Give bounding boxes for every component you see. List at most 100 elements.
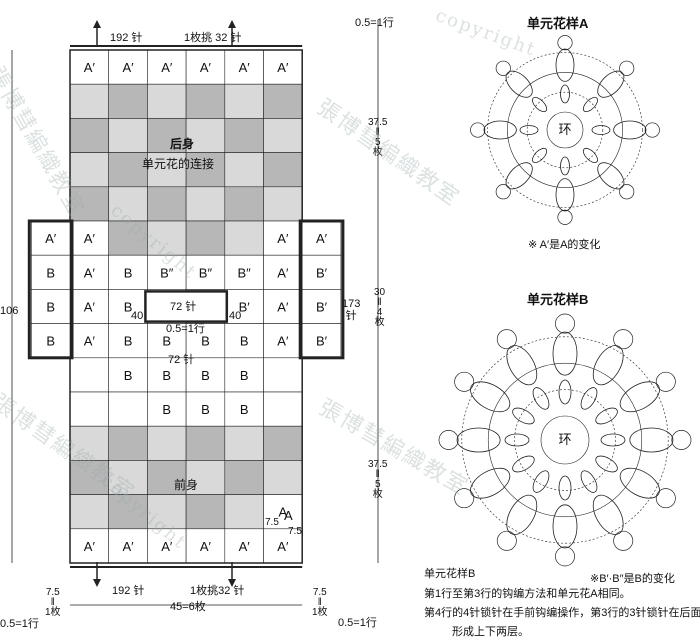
grid-cell [108,83,148,119]
grid-cell [224,357,264,393]
grid-cell [224,323,264,359]
grid-cell-label: B [240,402,249,417]
grid-cell [263,391,303,427]
right-ext-label: A′ [316,231,328,246]
motif-b-note: ※B′·B″是B的变化 [590,573,675,585]
front-title: 前身 [174,478,199,492]
top-right-dim: 1枚挑 32 针 [184,32,242,44]
motif-petal [470,467,511,499]
grid-cell-label: B [201,334,210,349]
grid-cell-label: A′ [122,539,134,554]
right-dim-bottom: 37.5 ‖ 5 枚 [368,459,388,500]
motif-inner-petal [595,407,618,425]
grid-cell-label: B [201,402,210,417]
grid-cell [224,494,264,530]
grid-cell-label: A′ [84,60,96,75]
grid-cell [69,391,110,427]
grid-cell [185,425,226,461]
grid-cell-label: B″ [199,265,213,280]
right-sleeve-outline [298,219,345,360]
motif-picot [655,488,676,509]
motif-picot [557,35,573,51]
motif-petal [456,427,501,453]
grid-cell [263,186,303,222]
hole-row-label: 0.5=1行 [166,323,205,335]
grid-cell [224,460,264,495]
motif-picot [495,184,511,200]
grid-cell [147,152,187,188]
grid-cell [69,83,110,119]
motif-inner-petal [558,475,572,501]
motif-picot [557,209,573,225]
motif-picot [454,488,475,509]
grid-cell-label: A′ [277,300,289,315]
right-ext-label: B′ [316,334,328,349]
motif-picot [555,313,575,334]
motif-petal [619,381,660,413]
motif-inner-petal [582,147,598,163]
grid-cell [147,83,187,119]
motif-petal [597,162,625,190]
grid-cell [224,391,264,427]
grid-cell [263,118,303,153]
motif-petal [470,381,511,413]
width-dim: 45=6枚 [170,601,206,613]
grid-cell [263,460,303,495]
grid-cell [263,357,303,393]
motif-inner-petal [582,97,598,113]
grid-cell [185,152,226,188]
grid-cell [147,425,187,461]
left-sleeve-outline [27,219,74,360]
neck-opening [144,290,229,323]
right-bottom-row: 0.5=1行 [338,617,377,629]
motif-inner-petal [532,387,550,410]
motif-inner-petal [580,387,598,410]
hole-top-dim: 72 针 [170,301,197,313]
motif-a-note: ※ A′是A的变化 [528,239,601,251]
motif-picot [655,371,676,392]
grid-cell [69,118,110,153]
left-ext-label: B [46,334,55,349]
grid-cell-label: A′ [239,60,251,75]
right-dim-mid: 30 ‖ 4 枚 [374,287,386,328]
motif-picot [613,329,634,350]
grid-cell [147,323,187,359]
motif-petal [629,427,674,453]
grid-cell-label: B [124,334,133,349]
motif-ring [507,72,623,188]
right-bottom-unit: 7.5 ‖ 1枚 [312,587,328,618]
motif-ring [526,91,604,169]
grid-cell-label: A′ [277,539,289,554]
motif-inner-petal [532,97,548,113]
motif-petal [613,120,647,140]
grid-cell-label: A′ [277,231,289,246]
grid-cell [69,254,110,290]
grid-cell [185,186,226,222]
grid-cell [224,186,264,222]
right-ext-label: B′ [316,300,328,315]
grid-cell [263,425,303,461]
grid-cell-label: B [162,334,171,349]
grid-cell-label: A′ [161,539,173,554]
corner-dim-b: 7.5 [288,526,302,537]
motif-inner-petal [532,147,548,163]
motif-picot [470,122,486,138]
arrow-head [228,579,236,587]
motif-ring [514,389,616,491]
grid-cell [108,460,148,495]
grid-cell [185,118,226,153]
motif-petal [505,162,533,190]
grid-cell [69,494,110,530]
left-height-dim: 106 [0,305,19,317]
motif-inner-petal [560,84,570,104]
grid-cell [263,289,303,324]
grid-cell-label: B [240,368,249,383]
grid-cell-label: A′ [84,539,96,554]
grid-cell [263,152,303,188]
motif-petal [552,331,578,376]
grid-cell [224,83,264,119]
motif-inner-petal [519,125,539,135]
left-bottom-row: 0.5=1行 [0,618,39,630]
grid-cell-label: B [162,402,171,417]
